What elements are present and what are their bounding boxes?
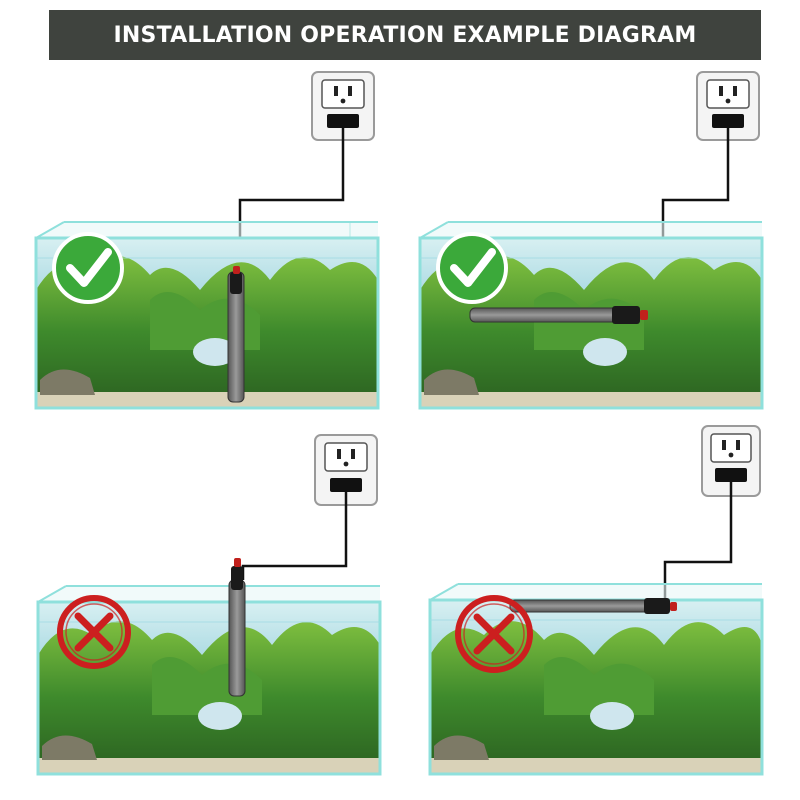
aquarium-tank bbox=[428, 583, 764, 776]
panel-top-right bbox=[418, 71, 764, 410]
heater-horizontal bbox=[469, 306, 648, 324]
cross-icon bbox=[57, 595, 131, 669]
checkmark-icon bbox=[436, 232, 508, 304]
plug-icon bbox=[715, 468, 747, 482]
header-title: INSTALLATION OPERATION EXAMPLE DIAGRAM bbox=[113, 22, 697, 48]
panel-top-left bbox=[34, 71, 380, 410]
heater-vertical bbox=[228, 558, 246, 697]
checkmark-icon bbox=[52, 232, 124, 304]
panel-bottom-left bbox=[36, 434, 382, 776]
power-outlet bbox=[701, 425, 761, 497]
cross-icon bbox=[455, 595, 533, 673]
plug-icon bbox=[327, 114, 359, 128]
aquarium-tank bbox=[36, 585, 382, 776]
heater-vertical bbox=[227, 266, 245, 403]
aquarium-tank bbox=[34, 221, 380, 410]
power-outlet bbox=[696, 71, 760, 141]
plug-icon bbox=[712, 114, 744, 128]
heater-horizontal bbox=[509, 598, 677, 614]
panel-bottom-right bbox=[428, 425, 764, 776]
plug-icon bbox=[330, 478, 362, 492]
power-outlet bbox=[311, 71, 375, 141]
power-outlet bbox=[314, 434, 378, 506]
diagram-header: INSTALLATION OPERATION EXAMPLE DIAGRAM bbox=[49, 10, 761, 60]
